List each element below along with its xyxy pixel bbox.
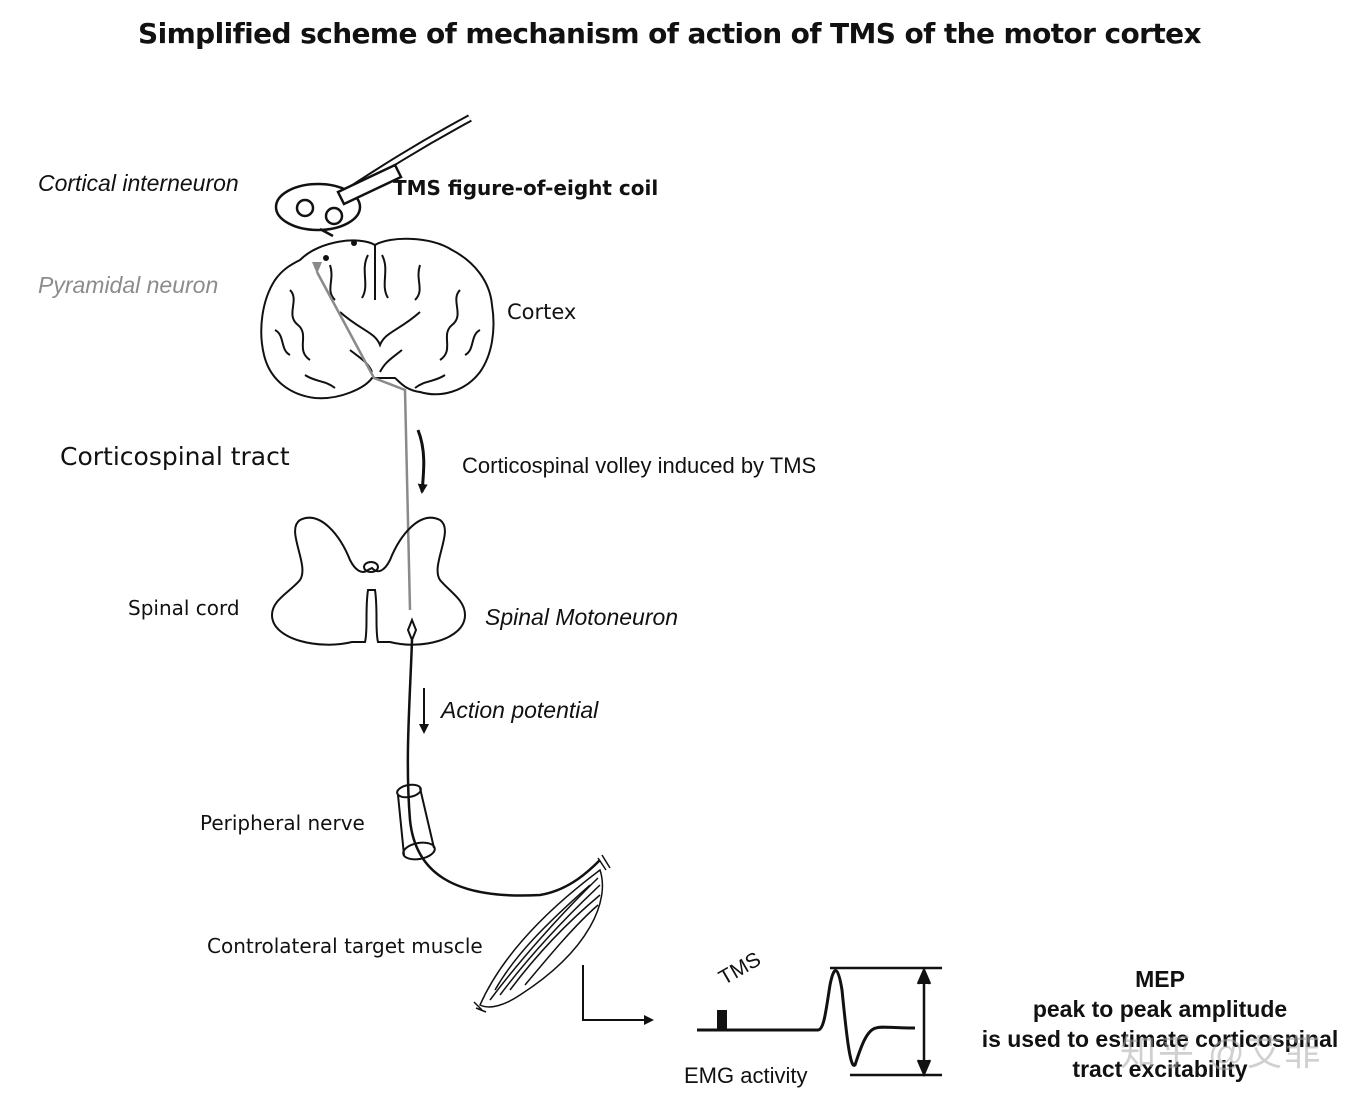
label-peripheral-nerve: Peripheral nerve [200,811,365,835]
recording-arrow [582,965,654,1025]
label-pyramidal-neuron: Pyramidal neuron [38,272,219,298]
label-cortex: Cortex [507,300,577,324]
label-corticospinal-volley: Corticospinal volley induced by TMS [462,453,817,478]
emg-trace [697,969,916,1067]
pyramidal-axon [315,271,412,611]
mep-description: MEP peak to peak amplitude is used to es… [955,964,1365,1084]
label-tms-coil: TMS figure-of-eight coil [393,176,659,200]
muscle-drawing [473,854,611,1013]
page-title: Simplified scheme of mechanism of action… [138,17,1202,50]
watermark: 知乎 @艾菲 [1120,1032,1323,1073]
label-action-potential: Action potential [441,697,599,723]
brain-cross-section [260,237,495,400]
mep-line-3: is used to estimate corticospinal [981,1026,1339,1052]
label-spinal-cord: Spinal cord [128,596,240,620]
volley-arrow [416,429,428,494]
mep-line-2: peak to peak amplitude [1032,996,1288,1022]
label-target-muscle: Controlateral target muscle [207,934,483,958]
label-spinal-motoneuron: Spinal Motoneuron [485,604,679,630]
cortical-neurons [312,240,357,274]
mep-line-1: MEP [1135,966,1185,992]
tms-coil-drawing [274,114,472,238]
tms-pulse-marker [717,1010,727,1030]
nerve-sheath [396,783,436,861]
mep-line-4: tract excitability [1072,1056,1248,1082]
label-corticospinal-tract: Corticospinal tract [60,442,290,471]
label-emg-activity: EMG activity [684,1063,808,1088]
label-cortical-interneuron: Cortical interneuron [38,170,239,196]
spinal-motoneuron [406,617,601,897]
spinal-cord-drawing [270,516,467,646]
mep-amplitude-bracket [830,966,942,1078]
